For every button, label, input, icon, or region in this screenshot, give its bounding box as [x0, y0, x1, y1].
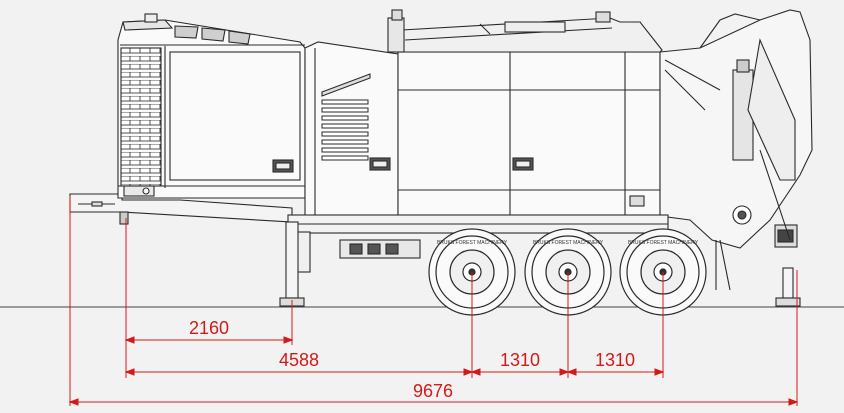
tire-text-3: BRUKS FOREST MACHINERY — [628, 240, 699, 246]
main-container — [397, 51, 661, 217]
dim-1310-label-1: 1310 — [500, 350, 540, 370]
tire-text-2: BRUKS FOREST MACHINERY — [533, 240, 604, 246]
dim-2160-label: 2160 — [189, 318, 229, 338]
dim-9676-label: 9676 — [413, 381, 453, 401]
tire-text-1: BRUKS FOREST MACHINERY — [437, 240, 508, 246]
dimension-lines — [68, 196, 799, 406]
chipper-trailer — [69, 9, 813, 307]
landing-gear — [285, 221, 299, 299]
dim-1310-label-2: 1310 — [595, 350, 635, 370]
dim-4588-label: 4588 — [279, 350, 319, 370]
